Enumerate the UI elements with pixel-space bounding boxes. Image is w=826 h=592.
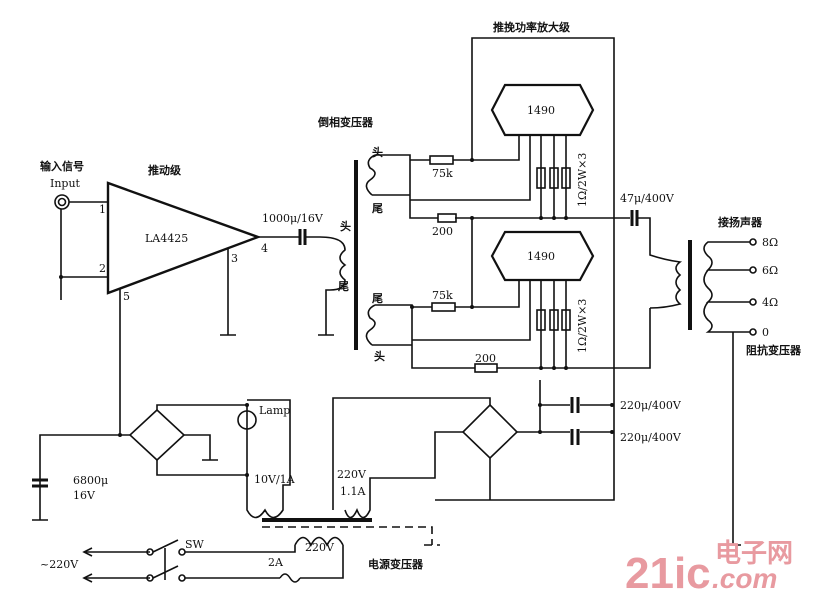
emitter-resistor (549, 309, 559, 331)
emitter-resistor (536, 167, 546, 189)
input-label-cn: 输入信号 (40, 159, 84, 173)
phase-transformer-label: 倒相变压器 (317, 115, 374, 129)
pin-label: 2 (99, 262, 106, 275)
junction-dot (539, 216, 543, 220)
winding-label: 1.1A (340, 485, 366, 498)
lamp-label: Lamp (259, 404, 290, 417)
filter-cap-label: 6800μ (73, 474, 108, 487)
driver-ic-label: LA4425 (145, 232, 188, 245)
power-transformer-label: 电源变压器 (368, 557, 424, 571)
emitter-resistor (536, 309, 546, 331)
svg-text:电子网: 电子网 (715, 539, 793, 569)
resistor-label: 75k (432, 167, 453, 180)
impedance-transformer-label: 阻抗变压器 (746, 343, 802, 357)
junction-dot (552, 366, 556, 370)
resistor-label: 200 (475, 352, 496, 365)
pin-label: 4 (261, 242, 268, 255)
ic-label: 1490 (527, 104, 555, 117)
head-label: 头 (340, 219, 351, 233)
svg-text:21ic: 21ic (625, 549, 711, 592)
pin-label: 1 (99, 203, 106, 216)
head-label: 头 (372, 145, 383, 159)
tap-label: 0 (762, 326, 769, 339)
junction-dot (539, 366, 543, 370)
emitter-resistor (561, 309, 571, 331)
tail-label: 尾 (337, 280, 349, 293)
emitter-resistor-label: 1Ω/2W×3 (576, 153, 589, 207)
coupling-cap-label: 1000μ/16V (262, 212, 324, 225)
output-cap-label: 47μ/400V (620, 192, 675, 205)
junction-dot (552, 216, 556, 220)
fuse-label: 2A (268, 556, 284, 569)
tap-label: 8Ω (762, 236, 778, 249)
resistor-label: 75k (432, 289, 453, 302)
pin-label: 5 (123, 290, 130, 303)
ic-label: 1490 (527, 250, 555, 263)
emitter-resistor-label: 1Ω/2W×3 (576, 299, 589, 353)
emitter-resistor (561, 167, 571, 189)
junction-dot (564, 216, 568, 220)
lamp-icon (237, 410, 257, 430)
resistor-75k-lower (431, 302, 456, 312)
tap-label: 6Ω (762, 264, 778, 277)
tap-label: 4Ω (762, 296, 778, 309)
resistor-75k-upper (429, 155, 454, 165)
input-label: Input (50, 177, 81, 190)
pushpull-stage-label: 推挽功率放大级 (493, 20, 571, 34)
input-jack (54, 194, 70, 210)
head-label: 头 (374, 349, 385, 363)
junction-dot (564, 366, 568, 370)
driver-stage-label: 推动级 (148, 163, 182, 177)
driver-amplifier (106, 181, 262, 295)
resistor-200-lower (474, 363, 498, 373)
winding-label: 10V/1A (254, 473, 296, 486)
hv-cap-label: 220μ/400V (620, 399, 682, 412)
switch-label: SW (185, 538, 205, 551)
mains-label: ~220V (40, 558, 79, 571)
hv-cap-label: 220μ/400V (620, 431, 682, 444)
winding-label: 220V (337, 468, 367, 481)
bridge-rectifier-high (461, 403, 519, 460)
tail-label: 尾 (371, 292, 383, 305)
filter-cap-voltage: 16V (73, 489, 96, 502)
ic-1490-upper (490, 83, 595, 137)
emitter-resistor (549, 167, 559, 189)
primary-label: 220V (305, 541, 335, 554)
tail-label: 尾 (371, 202, 383, 215)
ic-1490-lower (490, 230, 595, 282)
resistor-label: 200 (432, 225, 453, 238)
pin-label: 3 (231, 252, 238, 265)
bridge-rectifier-low (128, 408, 186, 462)
watermark-logo: 21ic 电子网 .com (625, 539, 793, 592)
speaker-label: 接扬声器 (718, 215, 763, 229)
resistor-200-upper (437, 213, 457, 223)
svg-text:.com: .com (712, 563, 777, 592)
